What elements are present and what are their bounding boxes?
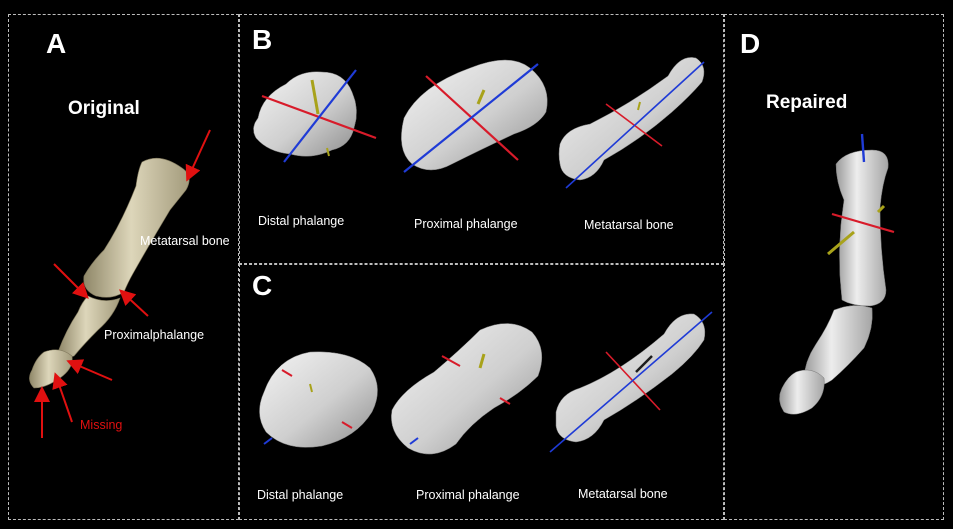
arrow-metatarsal-tip: [185, 129, 211, 182]
panel-b-bones: [253, 57, 705, 189]
original-distal-fragment: [29, 349, 73, 389]
label-b-distal: Distal phalange: [258, 214, 345, 228]
label-c-distal: Distal phalange: [257, 488, 344, 502]
label-c-proximal: Proximal phalange: [416, 488, 520, 502]
label-a-metatarsal: Metatarsal bone: [140, 234, 230, 248]
original-proximal-phalange: [57, 295, 121, 358]
panel-b-frame: [239, 14, 724, 264]
b-metatarsal-bone: [558, 57, 705, 181]
b-distal-phalange: [253, 71, 357, 157]
panel-c-letter: C: [252, 270, 273, 301]
label-c-metatarsal: Metatarsal bone: [578, 487, 668, 501]
panel-a-frame: [8, 14, 239, 520]
d-proximal-phalange: [803, 305, 873, 387]
panel-a-title: Original: [68, 98, 140, 119]
panel-d-letter: D: [740, 28, 761, 59]
panel-a-letter: A: [46, 28, 67, 59]
panel-d-bones: [779, 133, 895, 415]
panel-a-bones: [29, 129, 211, 438]
panel-c-bones: [259, 311, 713, 455]
label-a-missing: Missing: [80, 418, 123, 432]
label-a-proximal: Proximalphalange: [104, 328, 205, 342]
arrow-missing-right: [66, 359, 113, 381]
original-metatarsal-bone: [83, 157, 190, 298]
c-distal-phalange: [259, 351, 378, 448]
panel-d-frame: [724, 14, 944, 520]
d-distal-phalange: [779, 369, 825, 415]
panel-d-title: Repaired: [766, 92, 848, 113]
arrow-joint-left: [53, 263, 89, 299]
arrow-missing-mid: [52, 372, 73, 423]
label-b-metatarsal: Metatarsal bone: [584, 218, 674, 232]
arrow-joint-right: [119, 289, 149, 317]
c-proximal-phalange: [391, 323, 543, 455]
panel-b-letter: B: [252, 24, 273, 55]
panel-c-frame: [239, 264, 724, 520]
label-b-proximal: Proximal phalange: [414, 217, 518, 231]
d-metatarsal-bone: [835, 149, 889, 307]
